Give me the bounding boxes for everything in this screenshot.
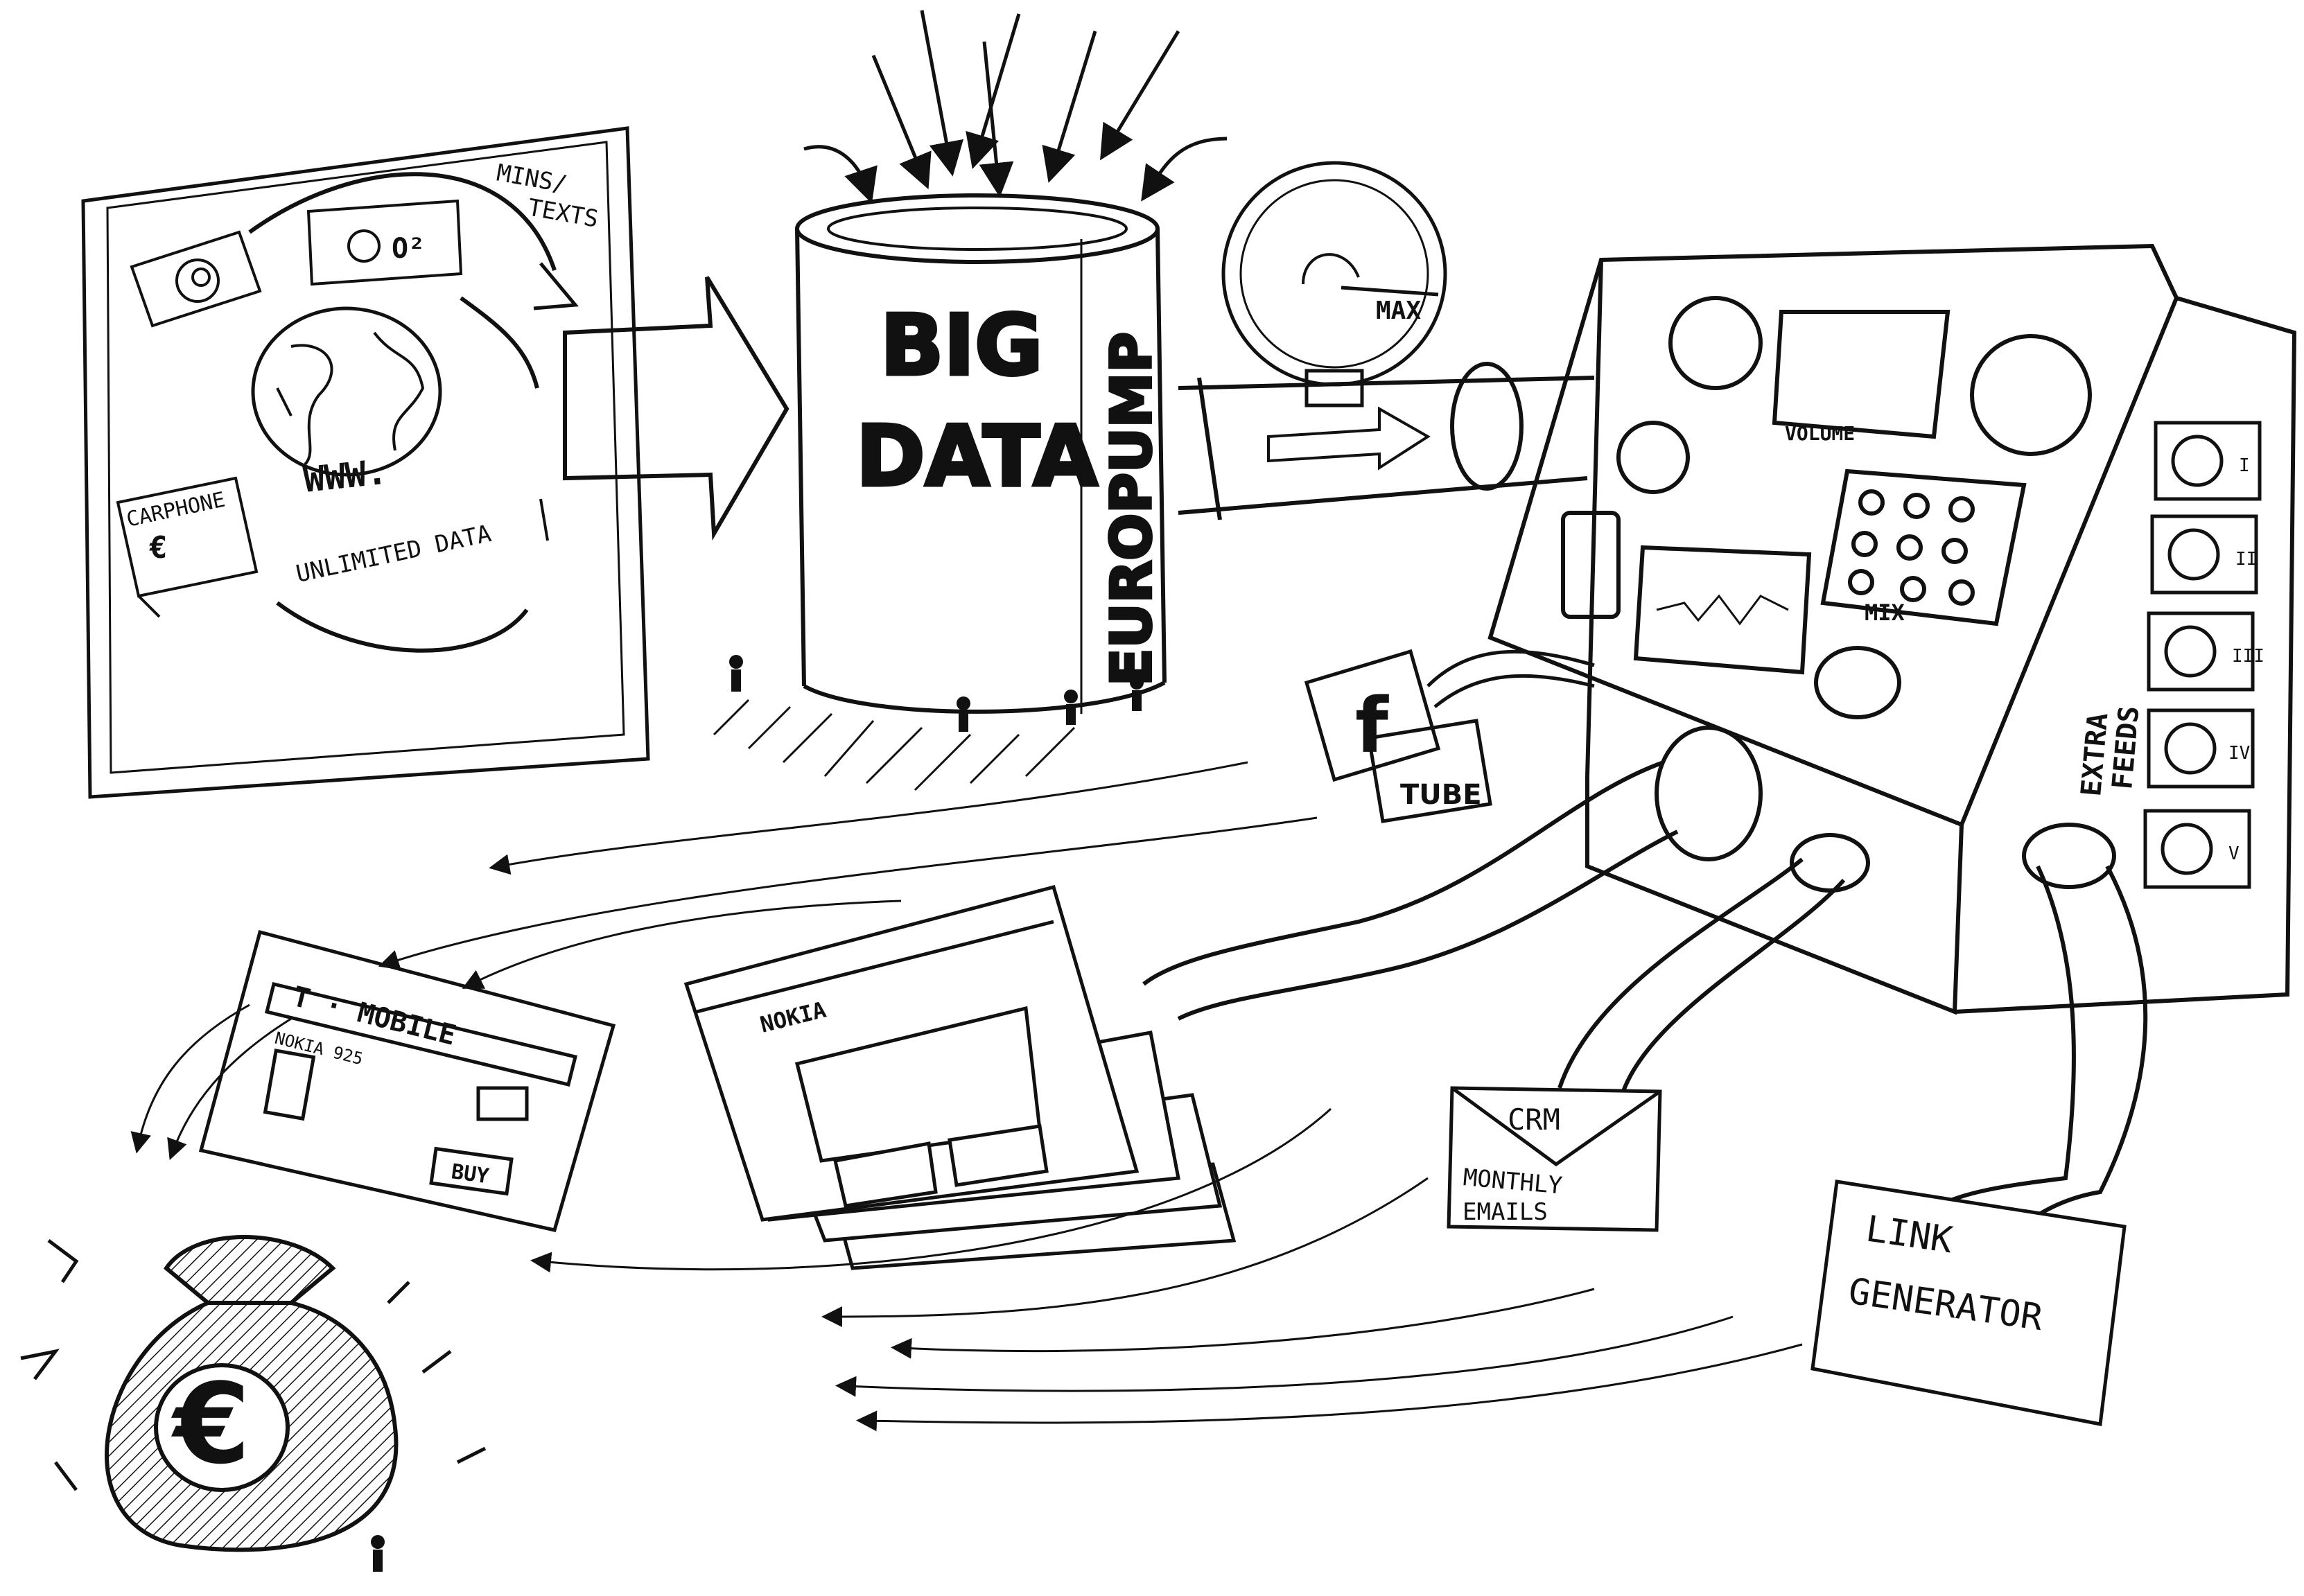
mix-label: MIX (1865, 599, 1905, 626)
carphone-euro-label: € (149, 530, 168, 565)
www-label: WWW. (302, 452, 389, 500)
feed-numeral-1: I (2239, 455, 2250, 476)
feeds-label: FEEDS (2106, 705, 2145, 791)
facebook-plug (1304, 649, 1595, 823)
big-label: BIG (880, 298, 1043, 394)
volume-label: VOLUME (1785, 422, 1855, 445)
feed-numeral-5: V (2228, 843, 2240, 864)
feed-arrow (563, 276, 789, 541)
carphone-card (116, 476, 259, 618)
control-console (1487, 243, 2297, 1015)
carphone-label: CARPHONE (124, 488, 227, 532)
euro-icon: € (171, 1359, 250, 1489)
tube-label: TUBE (1400, 779, 1482, 811)
crm-label: CRM (1508, 1103, 1560, 1137)
output-hoses (1142, 726, 2148, 1242)
europump-label: EUROPUMP (1099, 332, 1164, 686)
sources-panel (81, 126, 650, 799)
big-data-tank (795, 193, 1167, 714)
mins-label: MINS/ (494, 159, 569, 198)
vodafone-card (130, 230, 262, 328)
tank-shadow (713, 699, 1076, 791)
feed-numeral-3: III (2232, 646, 2264, 667)
extra-label: EXTRA (2075, 712, 2114, 798)
texts-label: TEXTS (525, 193, 600, 233)
flow-arrows (130, 761, 1803, 1432)
o2-label: O² (392, 233, 425, 265)
crm-envelope (1447, 1086, 1662, 1232)
link-generator-box (1810, 1180, 2127, 1426)
globe-icon (251, 306, 442, 477)
buy-button-label: BUY (450, 1159, 491, 1189)
emails-label: EMAILS (1463, 1198, 1548, 1226)
pressure-gauge (1221, 161, 1447, 407)
unlimited-data-label: UNLIMITED DATA (294, 520, 494, 588)
incoming-data-arrows (803, 10, 1228, 204)
feed-numeral-2: II (2235, 549, 2257, 570)
gauge-max-label: MAX (1376, 297, 1421, 325)
data-label: DATA (856, 409, 1098, 505)
money-sparkles (20, 1239, 487, 1491)
money-bag-icon (105, 1235, 399, 1552)
pipe (1178, 362, 1595, 520)
facebook-icon: f (1355, 681, 1389, 770)
people-figures (371, 655, 1144, 1572)
tmobile-product-card (198, 929, 616, 1232)
nokia-web-pages (683, 884, 1237, 1270)
o2-card (306, 199, 463, 286)
feed-numeral-4: IV (2228, 743, 2250, 764)
extra-feeds-sockets (2143, 421, 2262, 889)
